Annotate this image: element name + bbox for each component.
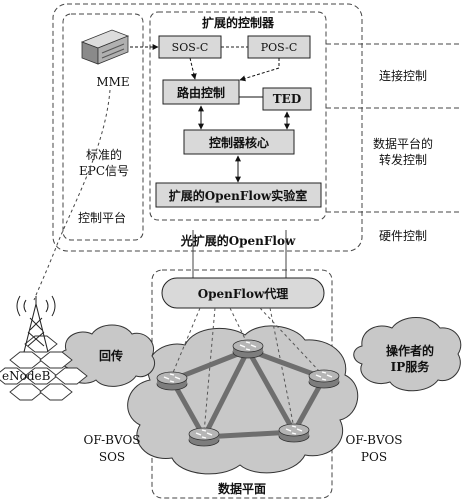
backhaul-label: 回传 [99,348,123,363]
router-icon [232,339,264,359]
connection-control-label: 连接控制 [379,68,427,83]
routing-control-box [162,79,240,105]
of-bvos-sos-line1: OF-BVOS [83,433,140,447]
router-icon [308,369,340,389]
optical-openflow-label: 光扩展的OpenFlow [180,233,296,248]
enodeb-label: eNodeB [2,369,51,383]
dp-forward-line2: 转发控制 [379,152,427,167]
epc-frame [62,13,144,241]
arrow-pos-to-routing [239,58,280,82]
router-icon [156,371,188,391]
pos-c-label: POS-C [261,41,298,54]
of-bvos-pos-line1: OF-BVOS [345,433,402,447]
routing-control-label: 路由控制 [177,85,225,100]
epc-signal-path [33,89,111,301]
extended-controller-title: 扩展的控制器 [202,15,275,30]
dp-forward-line1: 数据平台的 [373,136,433,151]
router-icon [188,427,220,447]
control-platform-frame [52,3,363,252]
controller-core-label: 控制器核心 [209,135,269,150]
std-epc-line1: 标准的 [86,147,122,162]
data-plane-label: 数据平面 [218,481,266,496]
openflow-lab-label: 扩展的OpenFlow实验室 [169,188,308,203]
proxy-router-links [171,307,321,434]
std-epc-line2: EPC信号 [79,164,129,178]
antenna-tower-icon [16,295,56,353]
operator-ip-line1: 操作者的 [386,343,434,358]
arrow-sos-to-routing [189,57,197,80]
ted-box [262,87,312,111]
openflow-proxy-label: OpenFlow代理 [198,286,289,301]
mme-label: MME [96,75,129,89]
extended-controller-frame [149,11,327,221]
control-platform-label: 控制平台 [78,210,126,225]
ted-label: TED [273,92,301,106]
server-icon [80,29,130,65]
sos-c-label: SOS-C [172,41,209,54]
hardware-control-label: 硬件控制 [379,229,427,243]
operator-ip-cloud [353,317,462,392]
data-plane-frame [151,269,333,499]
of-bvos-pos-line2: POS [361,450,387,464]
operator-ip-line2: IP服务 [391,359,431,374]
router-icon [278,423,310,443]
controller-core-box [183,129,295,155]
openflow-lab-box [155,182,322,208]
openflow-proxy-box [161,277,325,309]
of-bvos-sos-line2: SOS [99,450,125,464]
